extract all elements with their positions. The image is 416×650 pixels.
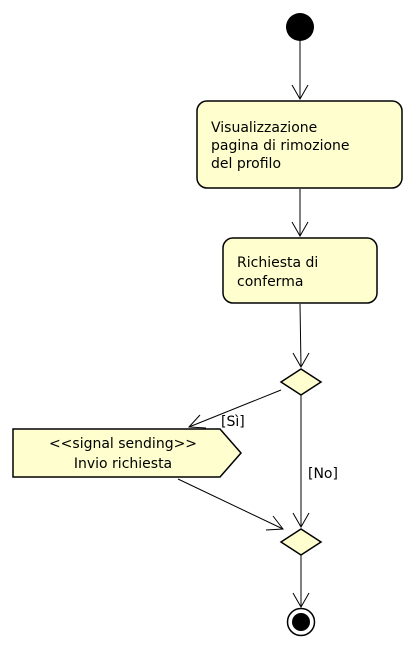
signal-send-stereotype: <<signal sending>> — [49, 436, 197, 452]
action-confirm-request-line1: Richiesta di — [237, 255, 318, 271]
end-node-core — [292, 613, 310, 631]
signal-send-node — [12, 428, 242, 478]
decision-node — [279, 368, 323, 396]
arrowhead — [292, 592, 310, 609]
action-confirm-request — [222, 237, 378, 304]
merge-node — [279, 528, 323, 556]
action-display-page-line1: Visualizzazione — [211, 120, 317, 136]
arrowhead — [292, 512, 310, 529]
arrowhead — [291, 84, 309, 101]
edge-decision-to-send — [188, 389, 282, 428]
guard-yes-label: [Sì] — [221, 414, 245, 430]
action-display-page — [196, 100, 403, 189]
edge-confirm-to-decision — [299, 303, 302, 368]
signal-send-label: Invio richiesta — [74, 456, 172, 472]
edge-send-to-merge — [177, 478, 284, 530]
arrowhead — [265, 515, 284, 531]
arrowhead — [292, 352, 310, 369]
action-confirm-request-line2: conferma — [237, 274, 303, 290]
guard-no-label: [No] — [308, 466, 338, 482]
start-node — [286, 13, 314, 41]
action-display-page-line3: del profilo — [211, 156, 281, 172]
action-display-page-line2: pagina di rimozione — [211, 138, 350, 154]
arrowhead — [187, 414, 207, 429]
arrowhead — [291, 221, 309, 238]
